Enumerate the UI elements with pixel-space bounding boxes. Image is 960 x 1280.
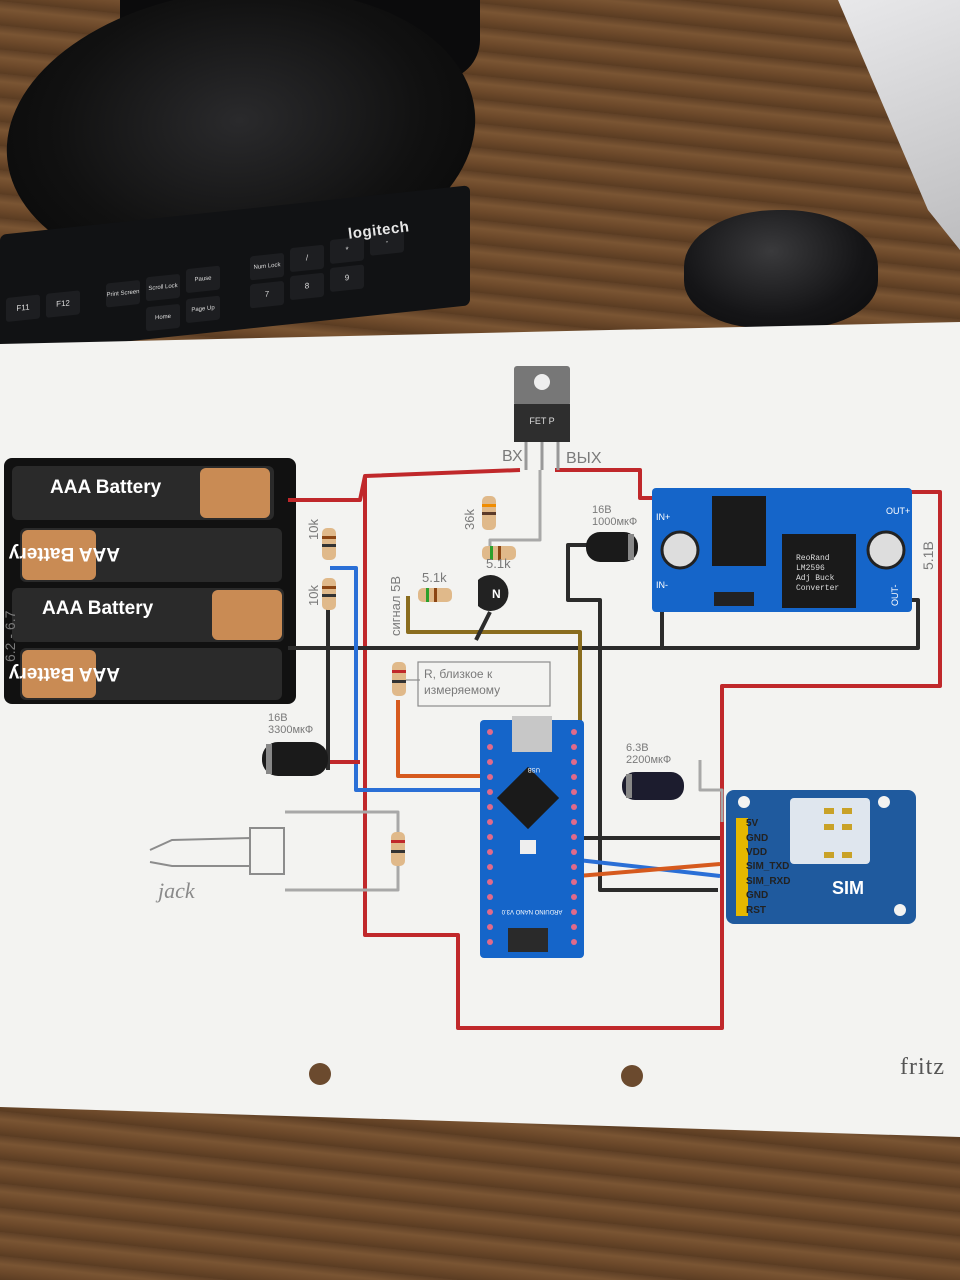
wire-fet-to-buck [555, 468, 664, 500]
buck-converter: IN+ IN- OUT+ OUT- ReoRand LM2596 Adj Buc… [652, 488, 912, 612]
arduino-usb-label: USB [528, 766, 540, 772]
buck-chip-line4: Converter [796, 584, 839, 593]
buck-out-plus: OUT+ [886, 506, 910, 516]
battery-cell-2: AAA Battery [8, 528, 282, 582]
resistor-10k-top-label: 10k [306, 519, 321, 540]
audio-jack [149, 827, 285, 875]
capacitor-1000uf-label: 16В 1000мкФ [592, 504, 638, 528]
battery-label-3: AAA Battery [42, 598, 154, 619]
resistor-measure [392, 662, 406, 696]
npn-transistor: N [478, 574, 509, 611]
sim-pin-5v: 5V [746, 818, 759, 829]
sim-pin-rst: RST [746, 905, 766, 916]
measure-resistor-note: R, близкое к измеряемому [424, 667, 501, 697]
computer-mouse [684, 210, 878, 328]
wire-divider-to-a0 [330, 566, 490, 792]
resistor-10k-top [322, 528, 336, 560]
resistor-36k [482, 496, 496, 530]
resistor-5k1-gate [482, 546, 516, 560]
resistor-10k-bottom-label: 10k [306, 585, 321, 606]
wire-cap3 [698, 760, 724, 822]
sim-pin-gnd1: GND [746, 833, 768, 844]
resistor-5k1-base-label: 5.1k [422, 570, 447, 585]
resistor-5k1-gate-label: 5.1k [486, 556, 511, 571]
buck-chip-line1: ReoRand [796, 554, 830, 563]
fritzing-watermark: fritz [900, 1054, 945, 1080]
sim-module: SIM 5V GND VDD SIM_TXD SIM_RXD GND RST [726, 790, 916, 924]
battery-voltage-note: 6.2 - 6.7 [2, 610, 18, 662]
buck-in-minus: IN- [656, 580, 668, 590]
capacitor-2200uf-label: 6.3В 2200мкФ [626, 742, 672, 766]
transistor-label: N [492, 587, 501, 601]
battery-cell-1: AAA Battery [12, 466, 274, 520]
fet-label: FET P [529, 416, 554, 426]
signal-label: сигнал 5В [388, 575, 403, 636]
capacitor-3300uf-label: 16В 3300мкФ [268, 712, 314, 736]
p-fet-transistor: FET P [514, 366, 570, 470]
wire-emitter [474, 611, 492, 641]
battery-label-1: AAA Battery [50, 477, 162, 498]
arduino-name: ARDUINO NANO V3.0 [501, 908, 562, 914]
sim-pin-rxd: SIM_RXD [746, 876, 790, 887]
resistor-10k-bottom [322, 578, 336, 610]
wire-rxd [577, 862, 721, 878]
sim-pin-vdd: VDD [746, 847, 767, 858]
paper-hole-left [309, 1063, 331, 1085]
wire-jack [285, 810, 400, 892]
sim-pin-txd: SIM_TXD [746, 861, 789, 872]
wire-cap-ground [566, 543, 718, 892]
arduino-nano: ARDUINO NANO V3.0 USB [480, 716, 584, 958]
arduino-right-pins [571, 729, 577, 945]
capacitor-2200uf [622, 772, 684, 800]
jack-label: jack [158, 878, 195, 903]
buck-chip-line3: Adj Buck [796, 574, 835, 583]
measure-note-box [417, 661, 551, 707]
resistor-jack [391, 832, 405, 866]
capacitor-1000uf [586, 532, 638, 562]
buck-out-voltage: 5.1В [920, 541, 936, 570]
battery-cell-4: AAA Battery [8, 648, 282, 700]
capacitor-3300uf [262, 742, 328, 776]
wire-battery-to-fet [288, 468, 521, 502]
fet-pin-in-label: ВХ [502, 448, 523, 465]
buck-chip-line2: LM2596 [796, 564, 825, 573]
buck-out-minus: OUT- [890, 584, 900, 606]
wire-main-positive [363, 476, 942, 1030]
battery-label-4: AAA Battery [8, 663, 120, 684]
buck-in-plus: IN+ [656, 512, 670, 522]
battery-label-2: AAA Battery [8, 543, 120, 564]
resistor-36k-label: 36k [462, 509, 477, 530]
battery-pack: AAA Battery AAA Battery AAA Battery AAA … [4, 458, 296, 704]
arduino-left-pins [487, 729, 493, 945]
sim-title: SIM [832, 878, 864, 898]
battery-cell-3: AAA Battery [12, 588, 284, 642]
fet-pin-out-label: ВЫХ [566, 450, 602, 467]
wire-measure-to-a1 [396, 700, 490, 778]
sim-pin-gnd2: GND [746, 890, 768, 901]
paper-hole-right [621, 1065, 643, 1087]
resistor-5k1-base [418, 588, 452, 602]
